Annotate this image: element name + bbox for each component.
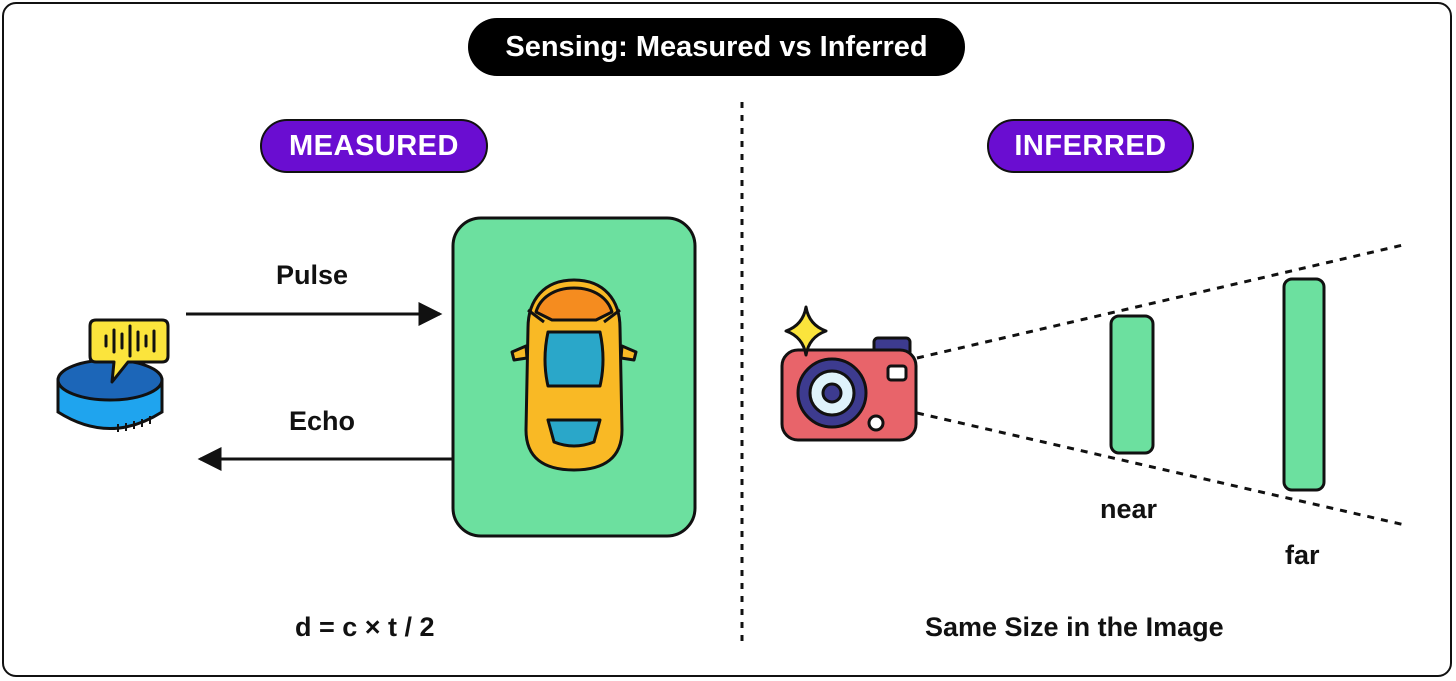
far-label: far — [1285, 540, 1320, 570]
car-icon — [510, 278, 638, 472]
measured-heading: MEASURED — [260, 119, 488, 173]
frustum-bottom-edge — [916, 411, 1406, 527]
echo-label: Echo — [289, 406, 356, 436]
pulse-label: Pulse — [276, 260, 349, 290]
far-object — [1282, 277, 1326, 492]
sparkle-icon — [784, 305, 828, 357]
near-object — [1109, 314, 1155, 455]
inferred-caption: Same Size in the Image — [925, 612, 1224, 642]
near-label: near — [1100, 494, 1158, 524]
camera-icon — [780, 336, 918, 442]
distance-formula: d = c × t / 2 — [295, 612, 435, 642]
smart-speaker-icon — [56, 318, 170, 432]
frustum-top-edge — [916, 243, 1404, 360]
diagram-title: Sensing: Measured vs Inferred — [468, 18, 965, 76]
inferred-heading: INFERRED — [987, 119, 1194, 173]
